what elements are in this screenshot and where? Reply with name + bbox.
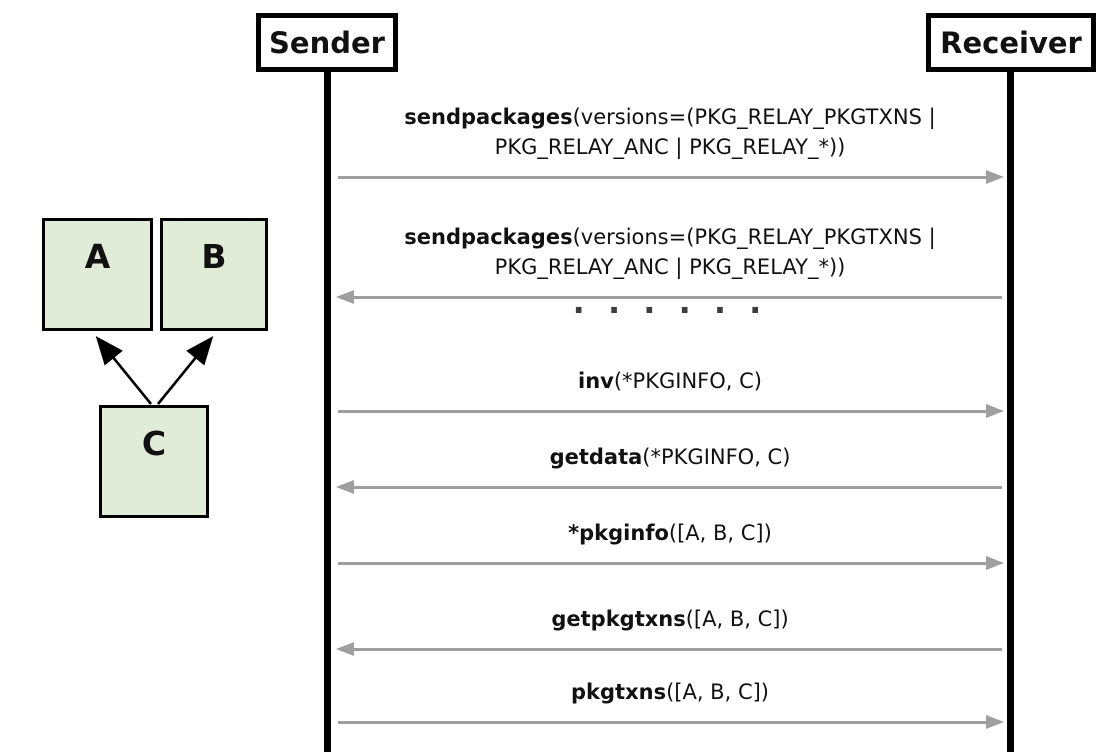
message-getpkgtxns: getpkgtxns([A, B, C]) [336,604,1004,656]
arrowhead-icon [986,170,1004,184]
actor-receiver: Receiver [926,13,1096,72]
message-sendpackages-to-sender: sendpackages(versions=(PKG_RELAY_PKGTXNS… [336,222,1004,304]
message-fn: sendpackages [404,225,573,249]
arrow-right-icon [336,404,1004,418]
arrow-right-icon [336,170,1004,184]
arrow-shaft [352,296,1002,299]
message-args: ([A, B, C]) [668,521,772,545]
package-node-b-label: B [201,237,227,276]
arrow-right-icon [336,715,1004,729]
arrowhead-icon [336,480,354,494]
arrowhead-icon [986,715,1004,729]
message-args: ([A, B, C]) [685,607,789,631]
arrow-shaft [338,721,988,724]
message-fn: getdata [549,445,643,469]
message-inv: inv(*PKGINFO, C) [336,366,1004,418]
message-fn: getpkgtxns [551,607,686,631]
arrow-left-icon [336,642,1004,656]
arrowhead-icon [986,404,1004,418]
message-label: *pkginfo([A, B, C]) [336,518,1004,548]
arrowhead-icon [986,556,1004,570]
arrow-shaft [352,648,1002,651]
message-fn: pkgtxns [571,680,667,704]
actor-sender: Sender [256,13,398,72]
message-args-line2: PKG_RELAY_ANC | PKG_RELAY_*)) [494,135,846,159]
message-fn: sendpackages [404,105,573,129]
message-label: sendpackages(versions=(PKG_RELAY_PKGTXNS… [336,222,1004,282]
arrow-shaft [352,486,1002,489]
edge-c-to-b-arrow [156,335,214,405]
arrow-left-icon [336,480,1004,494]
package-node-c: C [99,405,209,518]
message-args: (versions=(PKG_RELAY_PKGTXNS | [572,105,936,129]
arrow-right-icon [336,556,1004,570]
package-graph-edges [95,335,214,405]
receiver-lifeline [1007,70,1014,752]
message-pkginfo: *pkginfo([A, B, C]) [336,518,1004,570]
message-pkgtxns: pkgtxns([A, B, C]) [336,677,1004,729]
message-args: (*PKGINFO, C) [642,445,791,469]
message-label: inv(*PKGINFO, C) [336,366,1004,396]
package-node-b: B [160,218,268,331]
package-node-c-label: C [141,424,167,463]
arrowhead-icon [336,642,354,656]
message-label: getpkgtxns([A, B, C]) [336,604,1004,634]
package-node-a-label: A [84,237,111,276]
message-label: getdata(*PKGINFO, C) [336,442,1004,472]
message-args-line2: PKG_RELAY_ANC | PKG_RELAY_*)) [494,255,846,279]
arrowhead-icon [336,290,354,304]
sender-lifeline [324,70,331,752]
message-args: (*PKGINFO, C) [613,369,762,393]
message-getdata: getdata(*PKGINFO, C) [336,442,1004,494]
arrow-shaft [338,410,988,413]
message-label: sendpackages(versions=(PKG_RELAY_PKGTXNS… [336,102,1004,162]
message-args: (versions=(PKG_RELAY_PKGTXNS | [572,225,936,249]
message-args: ([A, B, C]) [666,680,769,704]
message-fn: *pkginfo [568,521,669,545]
message-sendpackages-to-receiver: sendpackages(versions=(PKG_RELAY_PKGTXNS… [336,102,1004,184]
message-label: pkgtxns([A, B, C]) [336,677,1004,707]
package-node-a: A [42,218,153,331]
arrow-left-icon [336,290,1004,304]
ellipsis-separator: · · · · · · [572,291,768,329]
arrow-shaft [338,176,988,179]
edge-c-to-a-arrow [95,335,153,405]
arrow-shaft [338,562,988,565]
message-fn: inv [578,369,614,393]
